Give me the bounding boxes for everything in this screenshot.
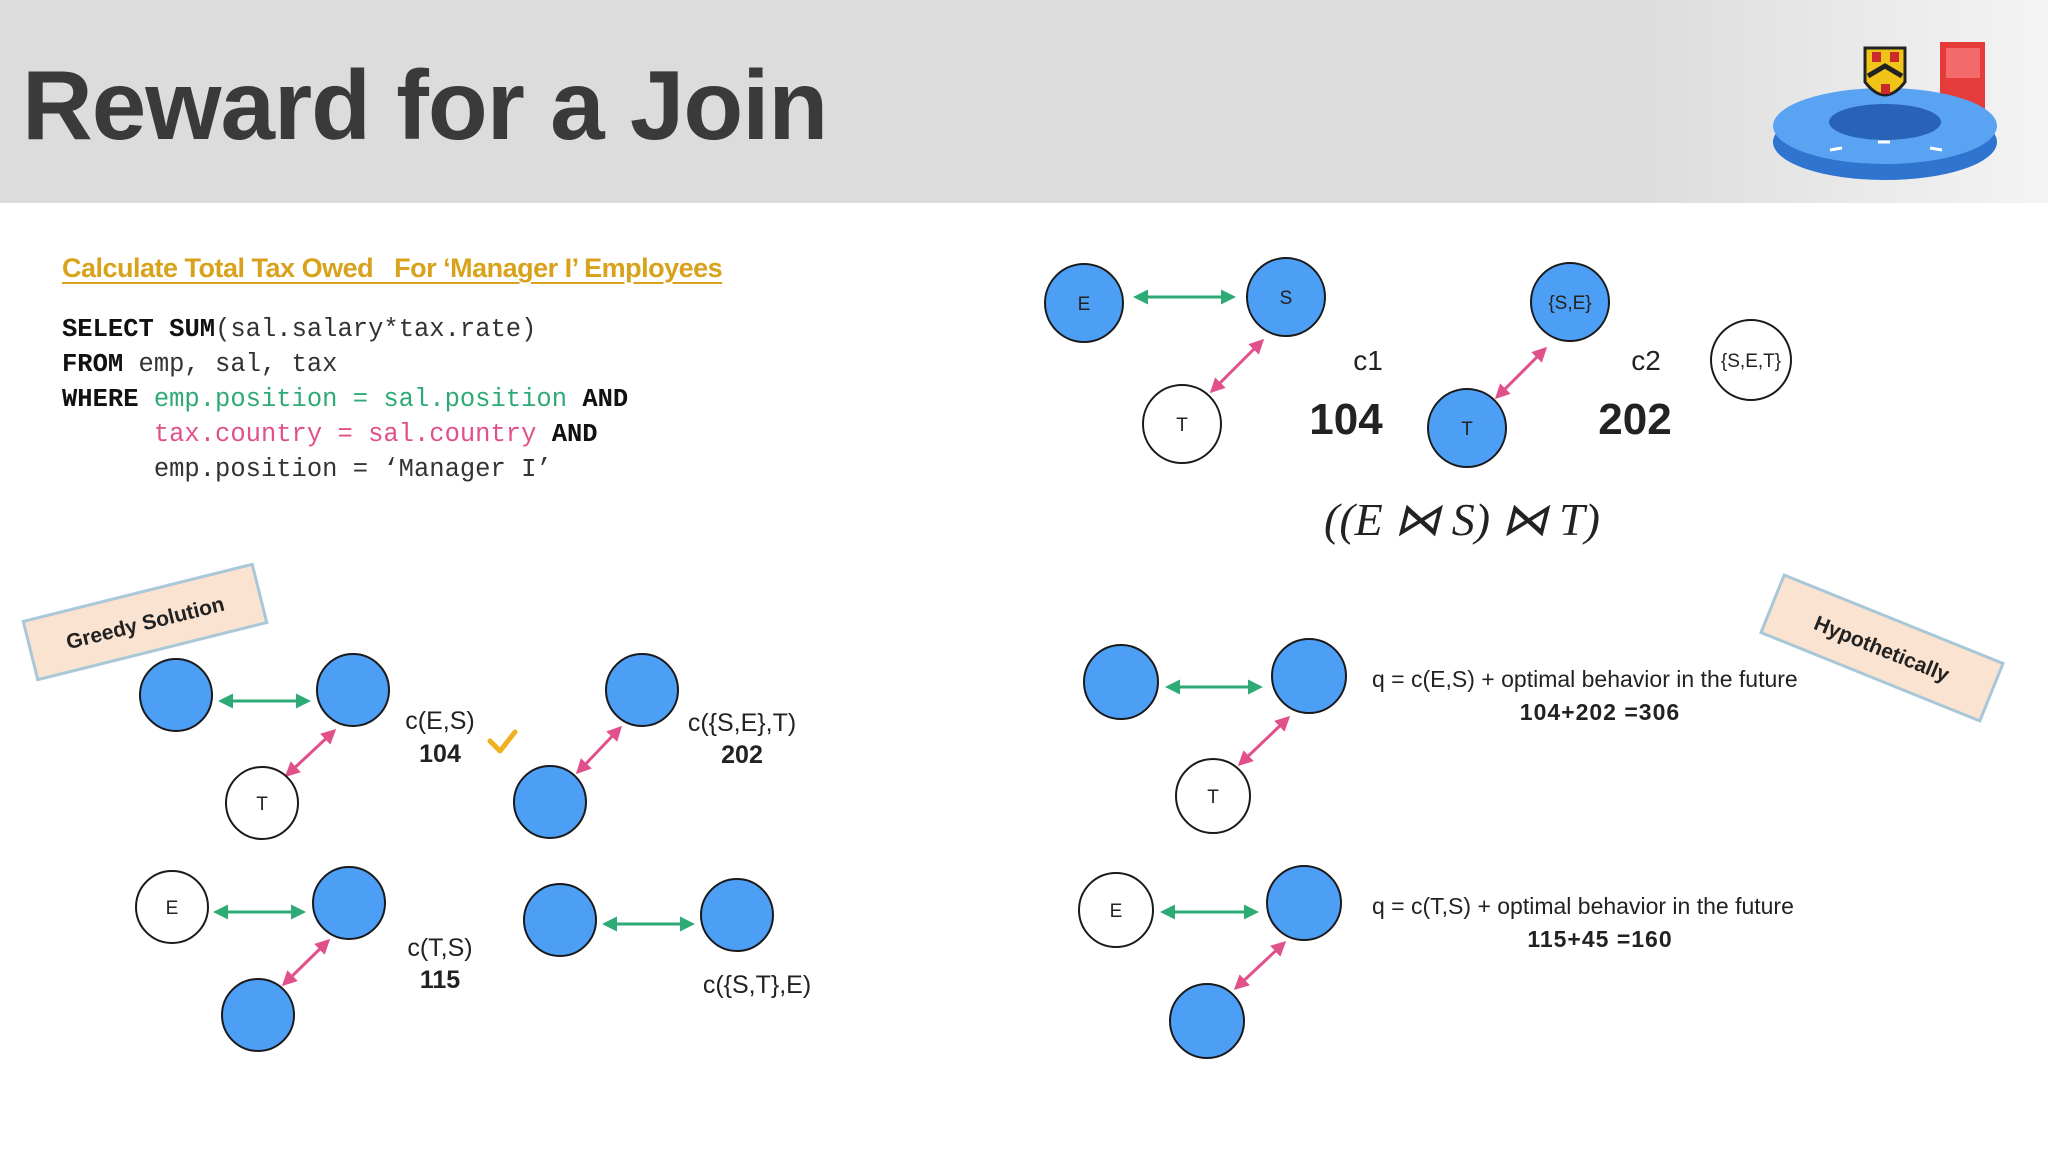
cost-label-c2: c2 [1631,345,1661,376]
node-se [1530,262,1610,342]
node-label: T [1461,419,1473,440]
join-edge [1494,346,1548,400]
node-label: {S,E,T} [1721,351,1781,372]
hypothetically-tag: Hypothetically [1759,573,2005,723]
q-value: 104+202 =306 [1520,699,1680,725]
node-blue [1266,865,1342,941]
university-crest-logo [1773,42,1997,180]
node-label: E [166,898,179,919]
node-t [1175,758,1251,834]
node-t [1427,388,1507,468]
cost-value: 115 [420,966,460,994]
join-edge [1209,338,1265,394]
node-blue [1169,983,1245,1059]
node-blue [700,878,774,952]
greedy-graph-ts: E c(T,S) 115 [135,866,473,1052]
node-e [1078,872,1154,948]
sql-condition-manager: emp.position = ‘Manager I’ [153,455,552,484]
cost-value-c2: 202 [1598,395,1671,444]
join-edge [284,728,337,778]
greedy-graph-set: c({S,E},T) 202 [513,653,796,839]
cost-label: c({S,T},E) [703,971,811,999]
cost-value: 202 [721,741,763,769]
node-t [1142,384,1222,464]
node-label: T [1207,787,1219,808]
node-e [1044,263,1124,343]
checkmark-icon [487,729,518,754]
sql-condition-country: tax.country = sal.country [153,420,537,449]
cost-value-c1: 104 [1309,395,1383,444]
join-edge [575,725,623,775]
hypothetical-graph-es: T q = c(E,S) + optimal behavior in the f… [1083,638,1798,834]
slide-header: Reward for a Join [0,0,2048,203]
query-heading: Calculate Total Tax Owed For ‘Manager I’… [62,253,723,283]
node-label: T [1176,415,1188,436]
q-formula: q = c(E,S) + optimal behavior in the fut… [1372,666,1798,692]
node-s [1246,257,1326,337]
node-label: E [1110,901,1123,922]
node-blue [139,658,213,732]
sql-keyword: WHERE [62,385,139,414]
cost-label: c(E,S) [405,707,474,735]
greedy-graph-ste: c({S,T},E) [523,878,811,999]
node-t [225,766,299,840]
node-blue [316,653,390,727]
node-blue [221,978,295,1052]
q-formula: q = c(T,S) + optimal behavior in the fut… [1372,893,1794,919]
join-edge [281,938,331,987]
cost-label: c(T,S) [407,934,472,962]
node-set [1710,319,1792,401]
join-order-formula: ((E ⋈ S) ⋈ T) [1324,494,1600,545]
cost-label: c({S,E},T) [688,709,796,737]
tag-box [1759,573,2005,723]
node-e [135,870,209,944]
node-blue [1271,638,1347,714]
cost-label-c1: c1 [1353,345,1383,376]
sql-query: SELECT SUM(sal.salary*tax.rate) FROM emp… [62,312,628,487]
sql-keyword: AND [582,385,629,414]
node-blue [312,866,386,940]
sql-keyword: AND [551,420,598,449]
join-edge [1233,940,1287,991]
greedy-graph-es: T c(E,S) 104 [139,653,518,840]
node-blue [605,653,679,727]
top-join-graph: E S T c1 104 {S,E} T c2 202 {S,E,T} ((E … [1044,257,1792,545]
node-blue [513,765,587,839]
q-value: 115+45 =160 [1527,926,1672,952]
node-blue [523,883,597,957]
sql-keyword: FROM [62,350,124,379]
greedy-solution-tag: Greedy Solution [21,562,269,682]
sql-condition-position: emp.position = sal.position [153,385,567,414]
join-edge [1237,715,1291,767]
sql-select-expr: (sal.salary*tax.rate) [215,315,537,344]
sql-keyword: SUM [169,315,216,344]
sql-from-tables: emp, sal, tax [123,350,338,379]
slide-title: Reward for a Join [22,50,828,160]
hypothetical-graph-ts: E q = c(T,S) + optimal behavior in the f… [1078,865,1794,1059]
node-label: E [1078,294,1091,315]
node-label: T [256,794,268,815]
cost-value: 104 [419,740,461,768]
node-label: {S,E} [1548,293,1591,314]
node-label: S [1280,288,1293,309]
sql-keyword: SELECT [62,315,154,344]
node-blue [1083,644,1159,720]
tag-box [21,562,269,682]
